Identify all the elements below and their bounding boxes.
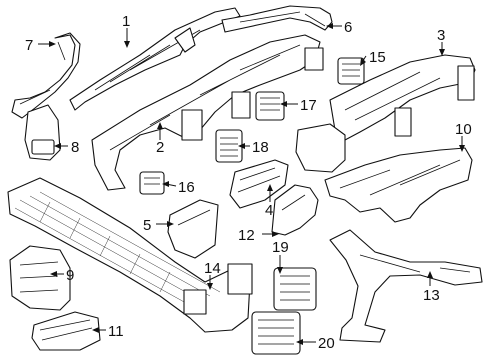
- part-7-elbow-duct: [11, 32, 81, 119]
- callout-10: 10: [455, 121, 472, 138]
- part-8-small-duct: [24, 104, 61, 161]
- part-9-side-duct: [9, 245, 71, 311]
- part-10-floor-duct: [324, 147, 473, 223]
- part-16-vent: [139, 171, 165, 195]
- part-4-vent-panel: [229, 159, 289, 209]
- callout-11: 11: [108, 323, 124, 340]
- part-1-defroster-duct: [69, 7, 241, 111]
- callout-3: 3: [437, 27, 445, 44]
- part-5-bracket-duct: [167, 199, 219, 259]
- callout-17: 17: [300, 97, 317, 114]
- part-2-main-duct: [91, 34, 324, 191]
- callout-20: 20: [318, 335, 335, 352]
- part-17-vent: [255, 91, 285, 121]
- callout-13: 13: [423, 287, 440, 304]
- callout-12: 12: [238, 227, 255, 244]
- part-14-floor-duct: [7, 177, 253, 333]
- callout-4: 4: [265, 202, 273, 219]
- callout-labels: 1 2 3 4 5 6 7 8 9 10 11 12 13 14 15 16 1…: [25, 13, 472, 352]
- callout-7: 7: [25, 37, 33, 54]
- part-20-vent: [251, 311, 301, 355]
- callout-15: 15: [369, 49, 386, 66]
- part-6-side-duct: [221, 5, 333, 33]
- part-15-vent: [337, 57, 365, 85]
- callout-14: 14: [204, 260, 221, 277]
- callout-19: 19: [272, 239, 289, 256]
- callout-2: 2: [156, 139, 164, 156]
- callout-16: 16: [178, 179, 195, 196]
- callout-18: 18: [252, 139, 269, 156]
- callout-9: 9: [66, 267, 74, 284]
- callout-8: 8: [71, 139, 79, 156]
- leader-arrowheads: [49, 23, 465, 345]
- callout-1: 1: [122, 13, 130, 30]
- part-11-vent-duct: [31, 311, 101, 351]
- callout-6: 6: [344, 19, 352, 36]
- part-12-clip-duct: [271, 184, 319, 236]
- part-13-rear-duct: [329, 229, 483, 343]
- part-3-right-duct: [295, 54, 476, 173]
- part-19-vent: [273, 267, 317, 311]
- callout-5: 5: [143, 217, 151, 234]
